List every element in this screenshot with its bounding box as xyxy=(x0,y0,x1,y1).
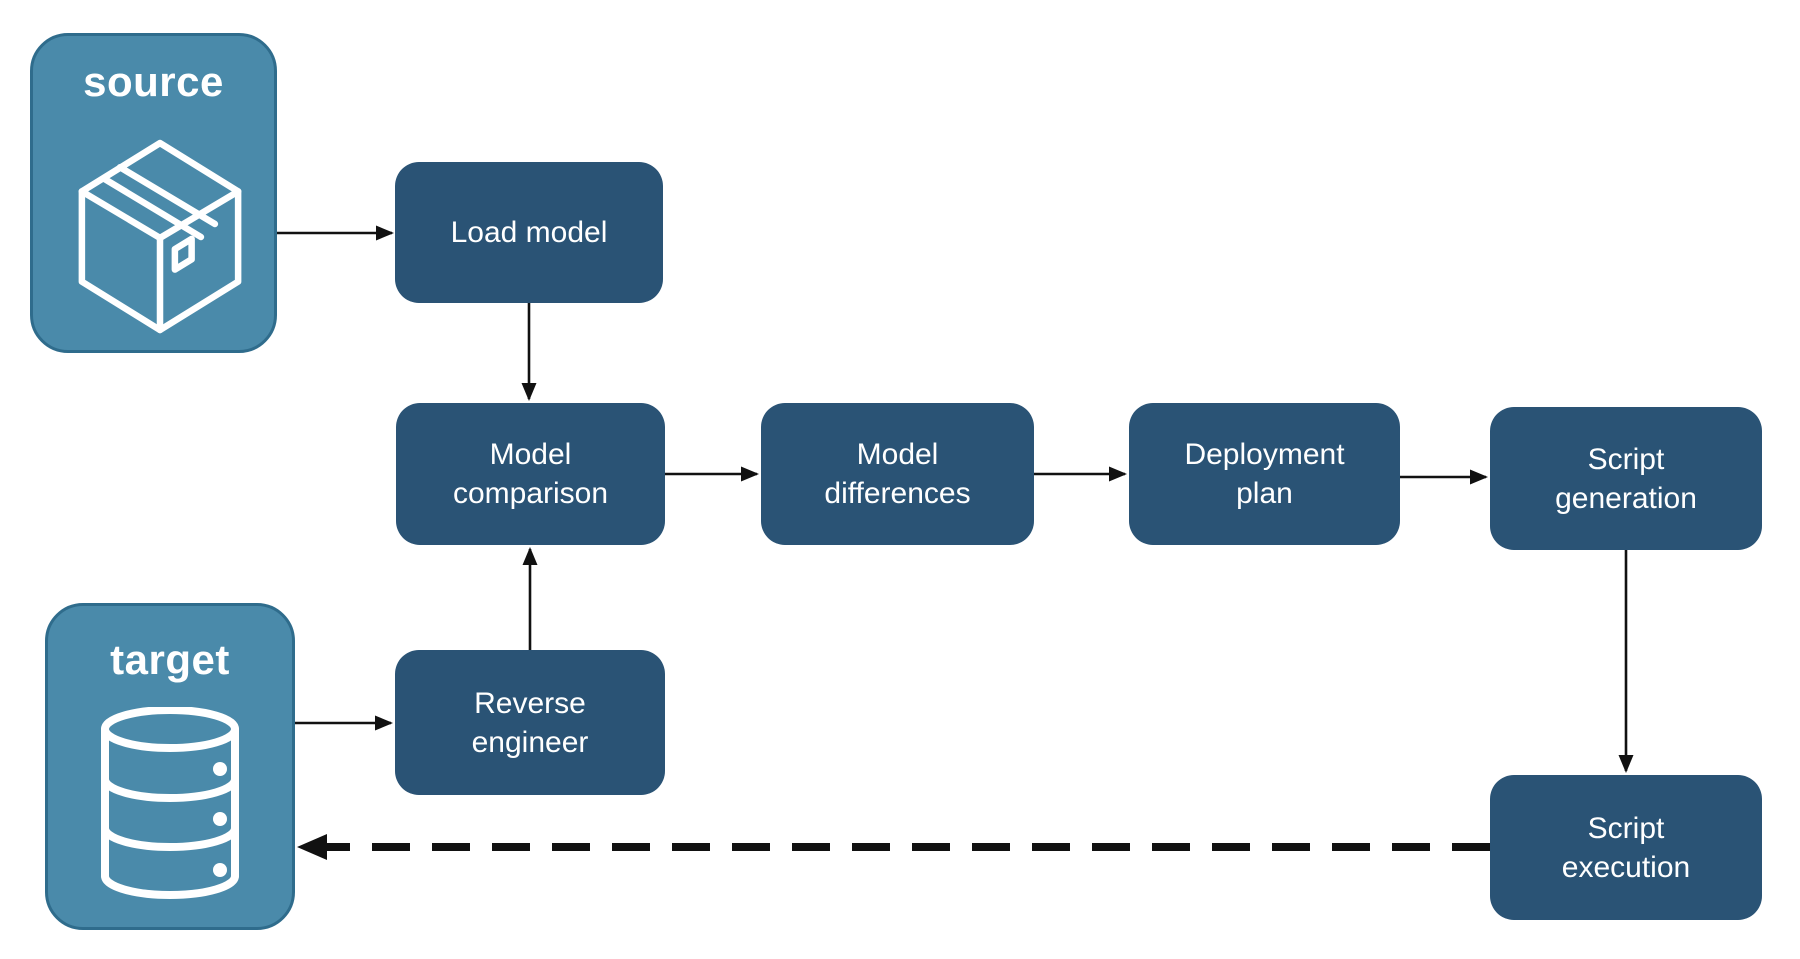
node-model-comparison-label: Model comparison xyxy=(452,438,609,510)
node-model-differences-label: Model differences xyxy=(824,438,971,510)
node-script-execution: Script execution xyxy=(1490,775,1762,920)
database-icon xyxy=(101,707,239,899)
source-label: source xyxy=(83,58,224,105)
node-reverse-engineer-label: Reverse engineer xyxy=(471,686,589,759)
target-label: target xyxy=(110,636,230,683)
target-container: target xyxy=(45,603,295,930)
node-reverse-engineer: Reverse engineer xyxy=(395,650,665,795)
node-script-generation-label: Script generation xyxy=(1555,442,1697,515)
node-model-differences: Model differences xyxy=(761,403,1034,545)
node-script-generation: Script generation xyxy=(1490,407,1762,550)
node-script-execution-label: Script execution xyxy=(1561,811,1691,884)
node-model-comparison: Model comparison xyxy=(396,403,665,545)
node-deployment-plan: Deployment plan xyxy=(1129,403,1400,545)
node-deployment-plan-label: Deployment plan xyxy=(1184,438,1345,510)
node-load-model: Load model xyxy=(395,162,663,303)
source-container: source xyxy=(30,33,277,353)
database-dots xyxy=(213,762,227,877)
node-load-model-label: Load model xyxy=(450,216,608,249)
package-icon xyxy=(78,139,242,334)
